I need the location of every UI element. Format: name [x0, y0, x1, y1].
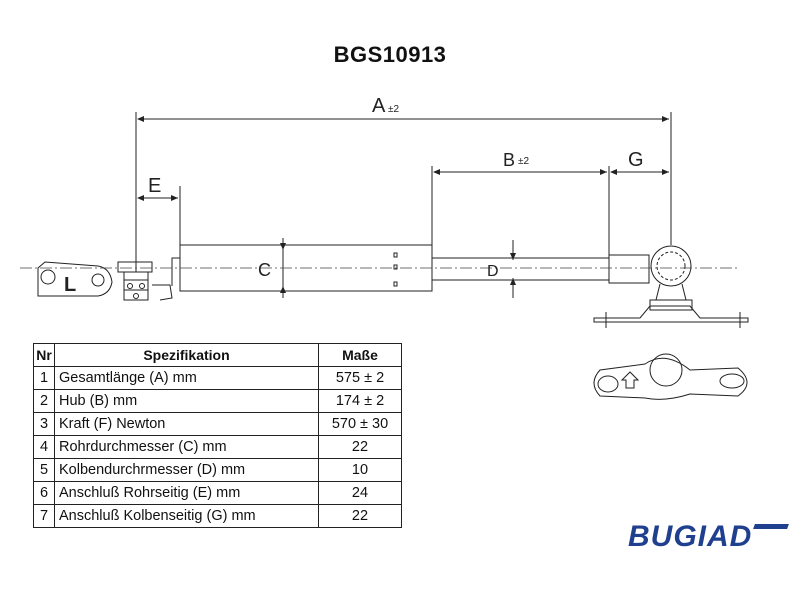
- table-row: 3 Kraft (F) Newton 570 ± 30: [33, 412, 402, 436]
- specification-table: Nr Spezifikation Maße 1 Gesamtlänge (A) …: [33, 343, 402, 528]
- label-B-tolerance: ±2: [518, 156, 529, 167]
- row-value: 570 ± 30: [318, 412, 402, 436]
- left-mounting-bracket: [37, 261, 113, 297]
- table-row: 1 Gesamtlänge (A) mm 575 ± 2: [33, 366, 402, 390]
- up-arrow-icon: [620, 371, 640, 389]
- label-B: B: [503, 150, 515, 170]
- row-value: 24: [318, 481, 402, 505]
- part-number-title: BGS10913: [333, 42, 447, 67]
- row-nr: 3: [33, 412, 55, 436]
- header-masse: Maße: [318, 343, 402, 367]
- label-L: L: [64, 274, 76, 296]
- bugiad-logo: BUGIAD: [628, 520, 753, 553]
- table-row: 7 Anschluß Kolbenseitig (G) mm 22: [33, 504, 402, 528]
- row-spec: Kolbendurchrmesser (D) mm: [54, 458, 319, 482]
- row-value: 174 ± 2: [318, 389, 402, 413]
- label-A-tolerance: ±2: [388, 104, 399, 115]
- row-spec: Anschluß Kolbenseitig (G) mm: [54, 504, 319, 528]
- right-bracket-top-view: [593, 357, 748, 400]
- row-nr: 4: [33, 435, 55, 459]
- row-spec: Rohrdurchmesser (C) mm: [54, 435, 319, 459]
- row-value: 22: [318, 435, 402, 459]
- row-spec: Kraft (F) Newton: [54, 412, 319, 436]
- row-nr: 6: [33, 481, 55, 505]
- label-D: D: [487, 263, 499, 280]
- rod-end-ball-socket: [650, 245, 692, 287]
- row-value: 10: [318, 458, 402, 482]
- row-spec: Hub (B) mm: [54, 389, 319, 413]
- header-nr: Nr: [33, 343, 55, 367]
- rod-end-fitting: [608, 254, 650, 284]
- piston-rod: [431, 257, 610, 281]
- row-nr: 2: [33, 389, 55, 413]
- row-nr: 1: [33, 366, 55, 390]
- table-row: 5 Kolbendurchrmesser (D) mm 10: [33, 458, 402, 482]
- header-spezifikation: Spezifikation: [54, 343, 319, 367]
- row-nr: 5: [33, 458, 55, 482]
- label-E: E: [148, 175, 161, 197]
- table-row: 4 Rohrdurchmesser (C) mm 22: [33, 435, 402, 459]
- table-header-row: Nr Spezifikation Maße: [33, 343, 402, 367]
- table-row: 2 Hub (B) mm 174 ± 2: [33, 389, 402, 413]
- right-bracket-side-view: [593, 305, 749, 323]
- logo-accent-bar: [753, 524, 789, 529]
- row-spec: Gesamtlänge (A) mm: [54, 366, 319, 390]
- row-nr: 7: [33, 504, 55, 528]
- label-A: A: [372, 95, 386, 117]
- row-spec: Anschluß Rohrseitig (E) mm: [54, 481, 319, 505]
- label-C: C: [258, 260, 271, 280]
- row-value: 22: [318, 504, 402, 528]
- label-G: G: [628, 149, 644, 171]
- row-value: 575 ± 2: [318, 366, 402, 390]
- table-row: 6 Anschluß Rohrseitig (E) mm 24: [33, 481, 402, 505]
